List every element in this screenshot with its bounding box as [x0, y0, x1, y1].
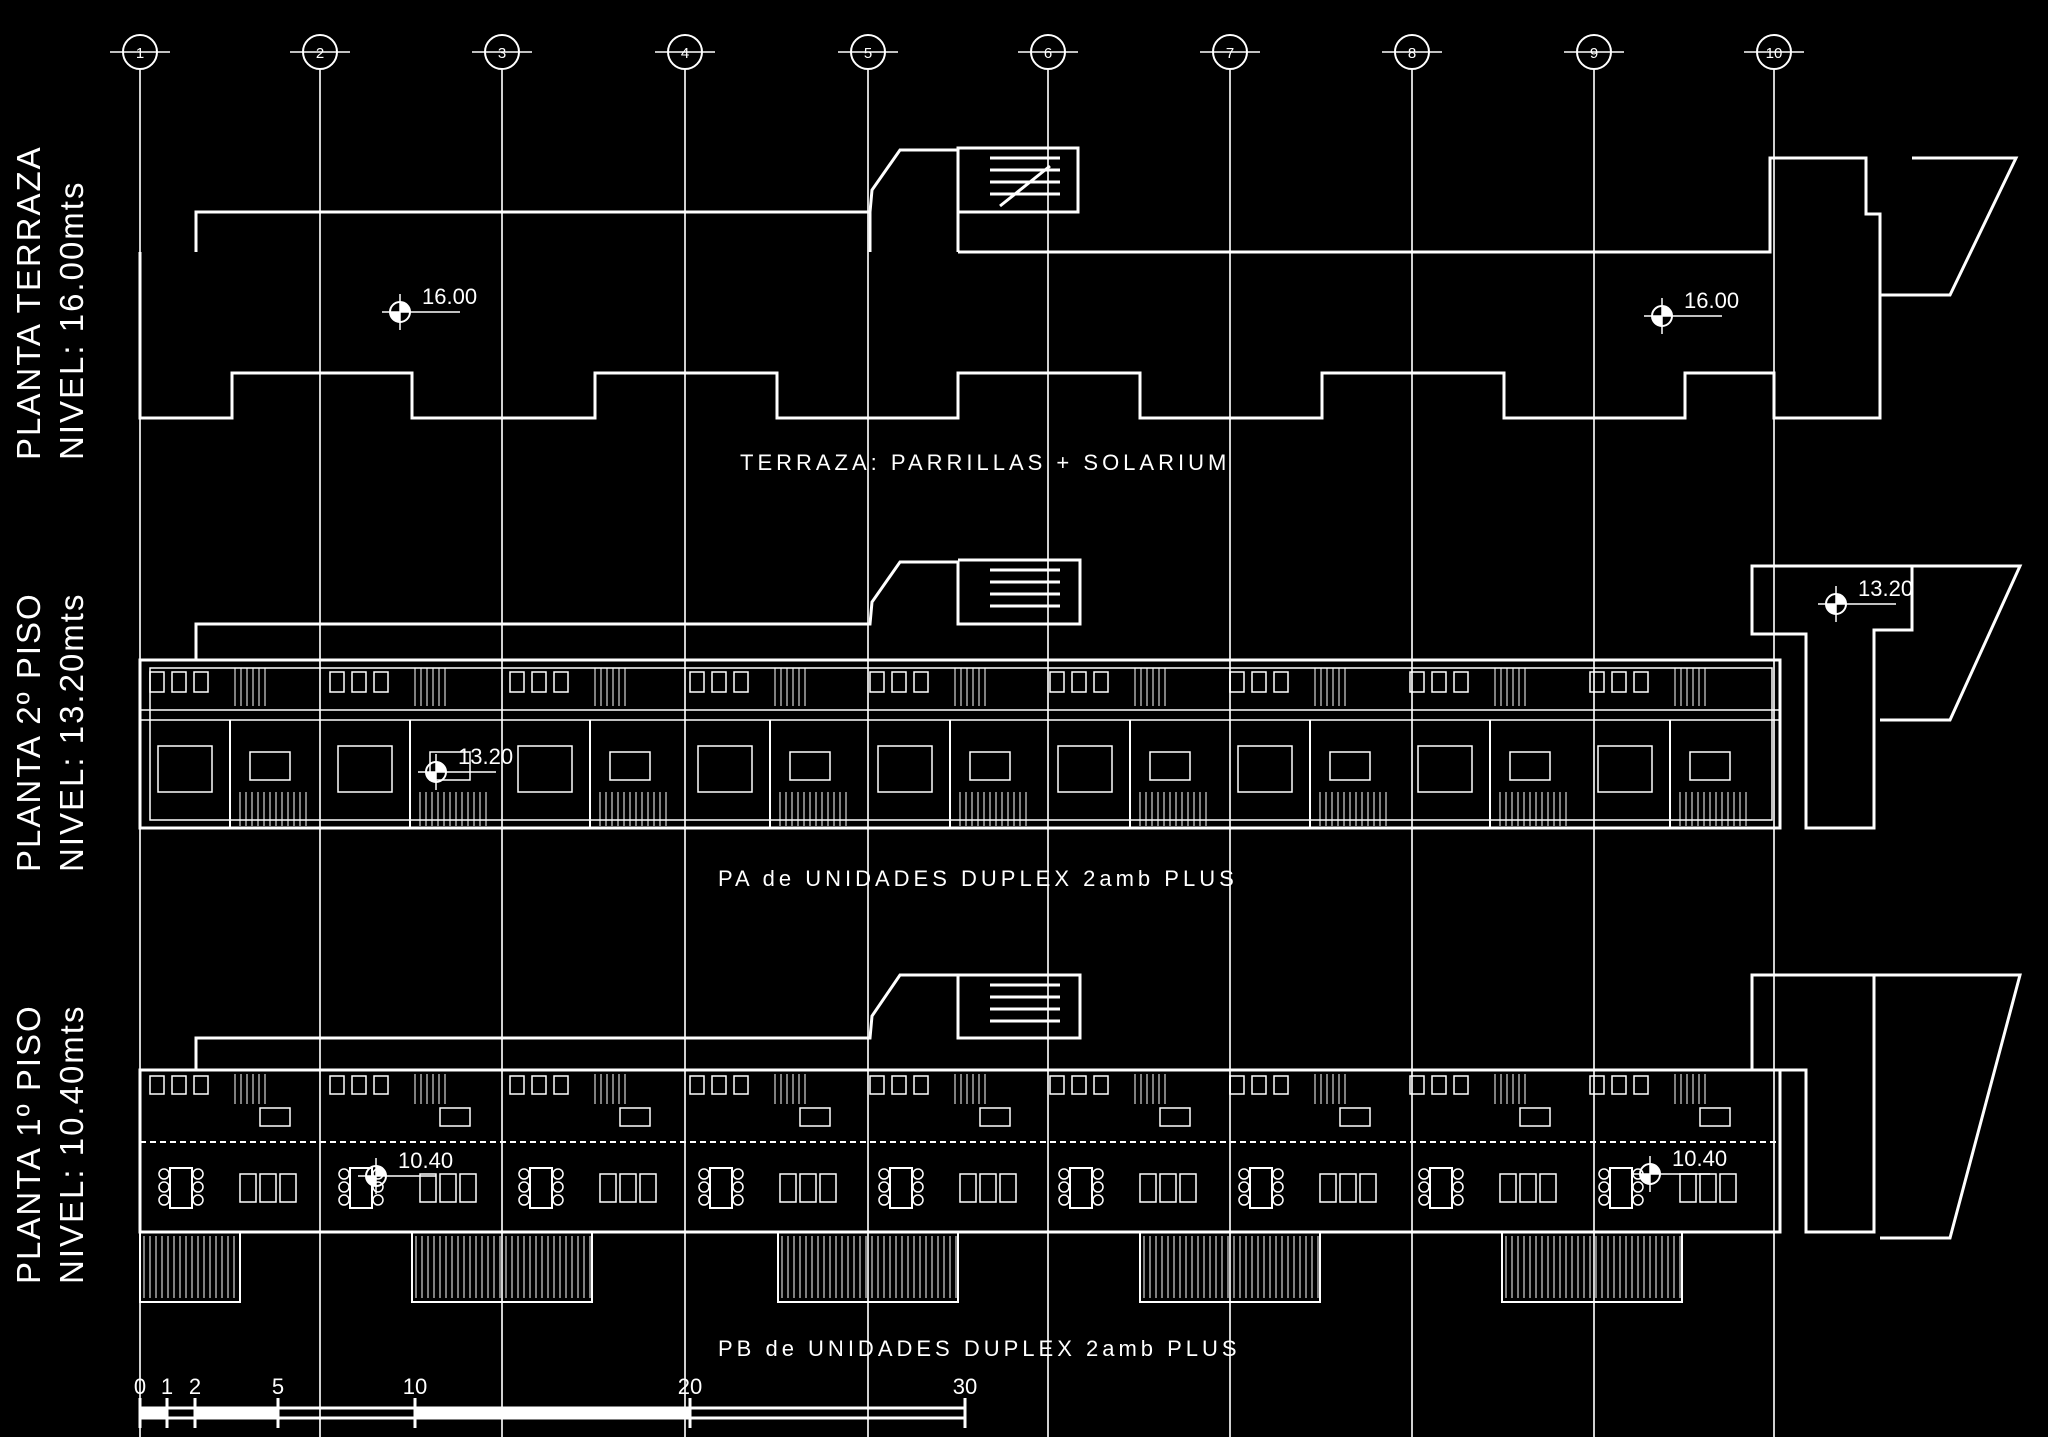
grid-bubble: 5: [838, 34, 898, 70]
grid-bubble: 3: [472, 34, 532, 70]
level-marker-label: 10.40: [1672, 1146, 1727, 1171]
level-marker-label: 16.00: [422, 284, 477, 309]
piso1-caption: PB de UNIDADES DUPLEX 2amb PLUS: [718, 1336, 1241, 1361]
level-marker: 13.20: [418, 744, 513, 790]
grid-bubble: 8: [1382, 34, 1442, 70]
piso2-level: NIVEL: 13.20mts: [52, 592, 90, 872]
grid-bubble: 7: [1200, 34, 1260, 70]
grid-bubble: 10: [1744, 34, 1804, 70]
grid-bubble: 4: [655, 34, 715, 70]
piso2-title-block: PLANTA 2º PISO NIVEL: 13.20mts: [8, 592, 94, 872]
piso1-level: NIVEL: 10.40mts: [52, 1004, 90, 1284]
grid-bubble: 6: [1018, 34, 1078, 70]
scale-tick-label: 30: [953, 1374, 977, 1399]
scale-tick-label: 10: [403, 1374, 427, 1399]
grid-bubble: 2: [290, 34, 350, 70]
grid-axis-bubbles: 1 2 3 4 5 6 7 8 9 10: [110, 34, 1804, 70]
grid-axis-label: 10: [1766, 45, 1783, 62]
piso1-title: PLANTA 1º PISO: [10, 1004, 47, 1284]
terraza-title: PLANTA TERRAZA: [10, 145, 47, 460]
piso1-balconies: [139, 1231, 1683, 1303]
level-markers: 16.00 16.00 13.20 13.20 10.40 10.40: [358, 284, 1913, 1194]
grid-axis-label: 1: [136, 45, 144, 62]
scale-tick-label: 0: [134, 1374, 146, 1399]
level-marker-label: 10.40: [398, 1148, 453, 1173]
level-marker-label: 13.20: [458, 744, 513, 769]
grid-axis-label: 9: [1590, 45, 1598, 62]
grid-axis-label: 3: [498, 45, 506, 62]
terraza-title-block: PLANTA TERRAZA NIVEL: 16.00mts: [8, 145, 94, 460]
level-marker: 16.00: [382, 284, 477, 330]
scale-tick-label: 2: [189, 1374, 201, 1399]
scale-bar: [138, 1398, 967, 1428]
level-marker-label: 13.20: [1858, 576, 1913, 601]
level-marker: 16.00: [1644, 288, 1739, 334]
grid-lines: [139, 70, 1775, 1437]
grid-axis-label: 7: [1226, 45, 1234, 62]
scale-tick-label: 5: [272, 1374, 284, 1399]
level-marker: 10.40: [358, 1148, 453, 1194]
grid-axis-label: 5: [864, 45, 872, 62]
grid-axis-label: 4: [681, 45, 689, 62]
piso2-units: [149, 668, 1747, 828]
scale-tick-label: 20: [678, 1374, 702, 1399]
piso1-plan: [138, 973, 2022, 1303]
terraza-caption: TERRAZA: PARRILLAS + SOLARIUM: [740, 450, 1231, 475]
scale-tick-label: 1: [161, 1374, 173, 1399]
level-marker: 13.20: [1818, 576, 1913, 622]
terraza-level: NIVEL: 16.00mts: [52, 180, 90, 460]
piso2-plan: [138, 558, 2023, 830]
level-marker-label: 16.00: [1684, 288, 1739, 313]
grid-axis-label: 6: [1044, 45, 1052, 62]
piso2-caption: PA de UNIDADES DUPLEX 2amb PLUS: [718, 866, 1238, 891]
piso1-units: [149, 1074, 1737, 1209]
grid-bubble: 1: [110, 34, 170, 70]
terraza-plan: [138, 146, 2019, 420]
grid-axis-label: 8: [1408, 45, 1416, 62]
grid-axis-label: 2: [316, 45, 324, 62]
piso2-title: PLANTA 2º PISO: [10, 592, 47, 872]
grid-bubble: 9: [1564, 34, 1624, 70]
piso1-title-block: PLANTA 1º PISO NIVEL: 10.40mts: [8, 1004, 94, 1284]
level-marker: 10.40: [1632, 1146, 1727, 1192]
